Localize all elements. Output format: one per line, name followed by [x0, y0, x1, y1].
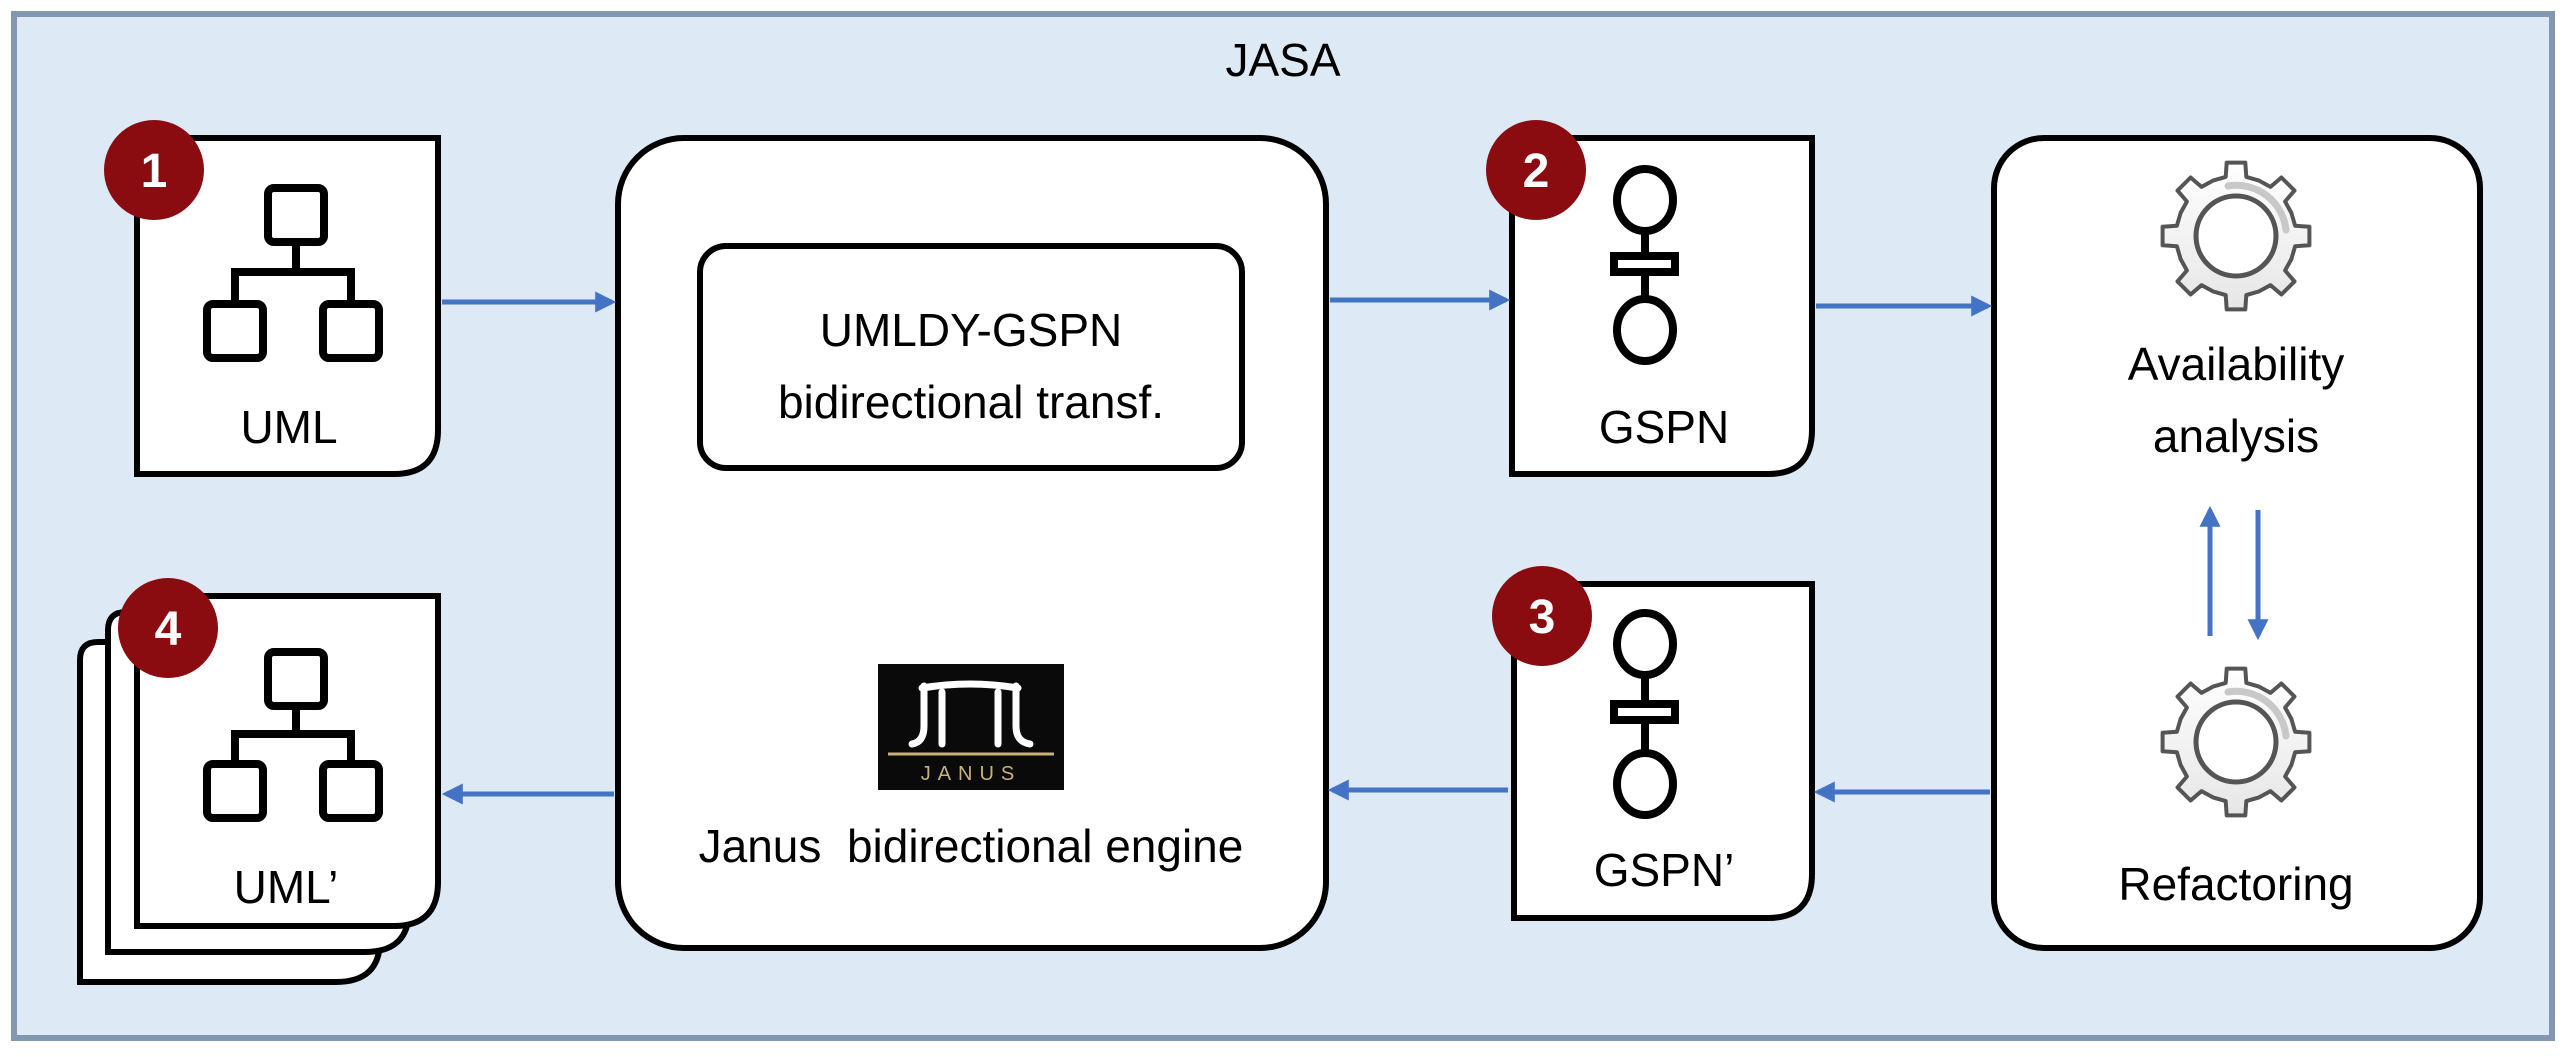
gear-icon: [2160, 160, 2312, 312]
uml-prime-stack: UML’: [77, 593, 441, 985]
analysis-box: Availability analysis Refactoring: [1991, 135, 2483, 951]
engine-caption: Janus bidirectional engine: [699, 820, 1244, 872]
transformation-box: [697, 243, 1245, 471]
gspn-prime-label: GSPN’: [1594, 844, 1735, 896]
svg-text:3: 3: [1529, 591, 1556, 644]
hierarchy-tree-icon: [203, 648, 383, 822]
svg-text:4: 4: [155, 603, 182, 656]
badge-4: 4: [118, 578, 218, 678]
refactoring-label: Refactoring: [2118, 858, 2353, 910]
transformation-line1: UMLDY-GSPN: [820, 304, 1122, 356]
gspn-prime-card: GSPN’: [1511, 581, 1815, 921]
uml-prime-label: UML’: [234, 861, 339, 913]
hierarchy-tree-icon: [203, 184, 383, 362]
availability-line2: analysis: [2153, 410, 2319, 462]
janus-logo-text: JANUS: [921, 763, 1022, 785]
badge-3: 3: [1492, 566, 1592, 666]
uml-prime-card: [134, 593, 441, 929]
transformation-line2: bidirectional transf.: [778, 376, 1164, 428]
container-title: JASA: [1225, 34, 1340, 86]
badge-1: 1: [104, 120, 204, 220]
gear-icon: [2160, 666, 2312, 818]
petri-net-icon: [1610, 609, 1679, 819]
svg-text:2: 2: [1523, 145, 1550, 198]
uml-label: UML: [240, 401, 337, 453]
availability-line1: Availability: [2128, 338, 2344, 390]
gspn-label: GSPN: [1599, 401, 1729, 453]
janus-engine-box: UMLDY-GSPN bidirectional transf. JANUS J…: [615, 135, 1329, 951]
svg-text:1: 1: [141, 145, 168, 198]
gspn-card: GSPN: [1509, 135, 1815, 477]
uml-card: UML: [134, 135, 441, 477]
badge-2: 2: [1486, 120, 1586, 220]
janus-logo: JANUS: [878, 664, 1064, 790]
petri-net-icon: [1610, 165, 1679, 365]
